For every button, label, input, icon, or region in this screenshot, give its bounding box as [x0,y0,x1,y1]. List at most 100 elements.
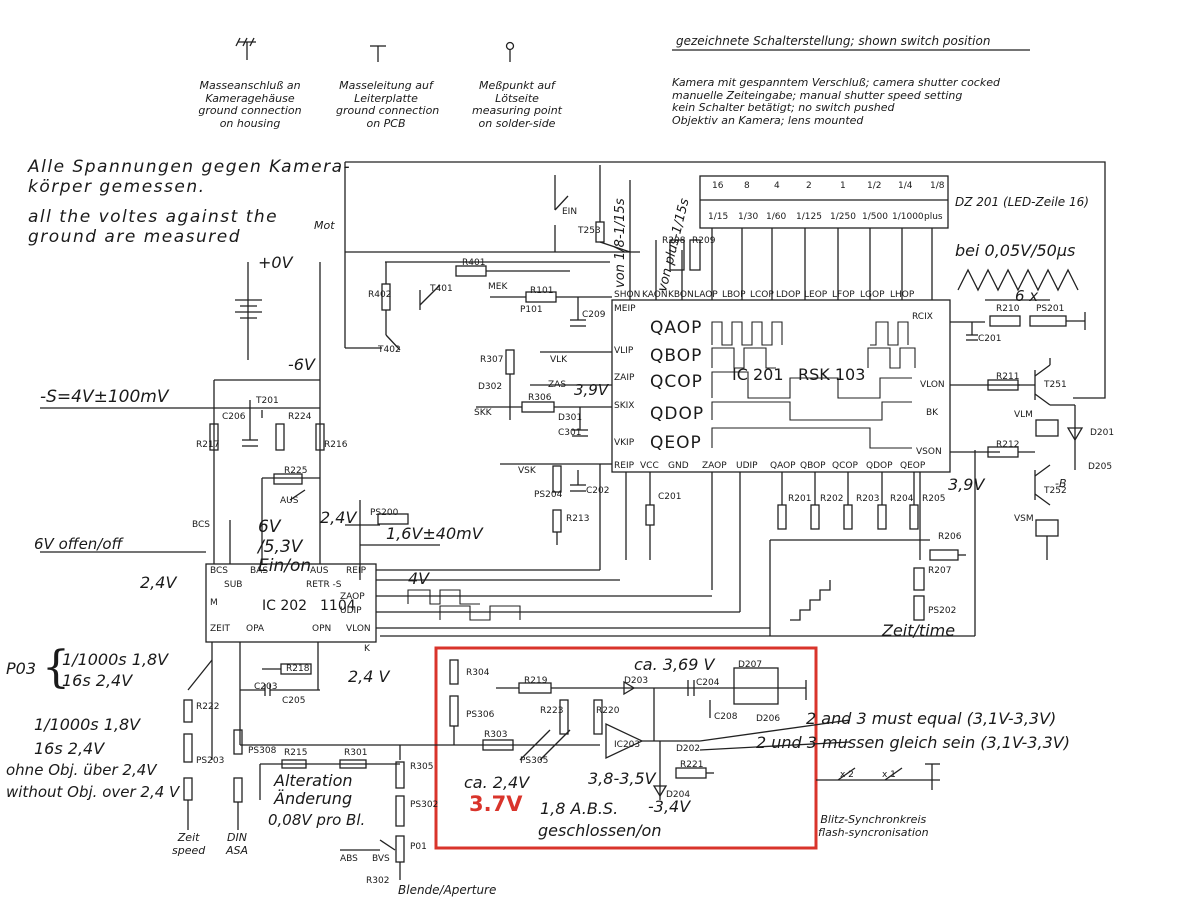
component-label: R307 [480,355,504,365]
component-label: C208 [714,712,738,722]
ic202-pin: OPA [246,624,265,634]
p03-label: P03 [6,659,37,678]
ic202-pin: VLON [346,624,371,634]
component-label: R306 [528,393,552,403]
v34-label: -3,4V [648,797,691,816]
component-label: C203 [254,682,278,692]
component-label: PS305 [520,756,549,766]
ic201-left-pin: ZAIP [614,373,635,383]
ic201-left-pin: VKIP [614,438,635,448]
component-label: R304 [466,668,490,678]
led-value-top: 1/4 [898,181,913,191]
ic201-top-pin: SHON [614,290,641,300]
component-label: T201 [256,396,279,406]
component-label: R208 [662,236,686,246]
must-equal-en-label: 2 and 3 must equal (3,1V-3,3V) [806,709,1057,728]
legend-ground-housing: Masseanschluß an Kameragehäuse ground co… [198,79,302,130]
without-label: without Obj. over 2,4 V [6,783,180,801]
component-label: PS202 [928,606,957,616]
component-label: IC203 [614,740,641,750]
component-label: R223 [540,706,564,716]
s-supply-label: -S=4V±100mV [40,387,169,407]
alteration-value: 0,08V pro Bl. [268,811,366,829]
component-label: VSK [518,466,536,476]
led-value-top: 1/2 [867,181,882,191]
ic201-left-pin: MEIP [614,304,636,314]
ic201-top-pin: LEOP [804,290,828,300]
ic201-top-pin: KAON [642,290,668,300]
v18abs-label: 1,8 A.B.S. [540,799,619,818]
component-label: R212 [996,440,1020,450]
highlighted-circuit [420,659,807,800]
ic201-top-pin: LCOP [750,290,774,300]
component-label: R402 [368,290,392,300]
legend-ground-pcb: Masseleitung auf Leiterplatte ground con… [336,79,440,130]
alteration-label: Alteration Änderung [274,771,353,809]
ic201-top-pin: LDOP [776,290,801,300]
component-label: T402 [378,345,401,355]
ic201-signal: QEOP [650,433,702,453]
component-label: R201 [788,494,812,504]
measuring-point-symbol [505,41,515,62]
v39-skix-label: 3,9V [574,381,609,399]
component-label: P101 [520,305,543,315]
ohne-label: ohne Obj. über 2,4V [6,761,157,779]
component-label: R204 [890,494,914,504]
component-label: D302 [478,382,503,392]
ic202-pin: K [364,644,370,654]
component-label: R211 [996,372,1020,382]
component-label: AUS [280,496,299,506]
led-value-top: 16 [712,181,724,191]
component-label: R220 [596,706,620,716]
p03-line-b: 16s 2,4V [62,671,133,690]
staircase-wave [790,580,831,621]
ic201-bottom-pin: QBOP [800,461,826,471]
component-label: R101 [530,286,554,296]
voltages-note-de: Alle Spannungen gegen Kamera- körper gem… [28,157,352,197]
blitz-label: Blitz-Synchronkreis flash-syncronisation [818,813,929,839]
ic202-pin: M [210,598,218,608]
component-label: PS306 [466,710,495,720]
component-label: C301 [558,428,582,438]
component-label: R302 [366,876,390,886]
ic201-top-pin: LFOP [832,290,855,300]
component-label: R210 [996,304,1020,314]
led-value-bottom: plus [924,212,943,222]
component-label: ABS [340,854,358,864]
ic201-left-pin: REIP [614,461,635,471]
component-label: BVS [372,854,390,864]
mot-label: Mot [314,219,335,232]
component-label: PS203 [196,756,225,766]
v6-53-label: 6V /5,3V Ein/on [258,517,312,577]
component-label: D201 [1090,428,1115,438]
ic201-part: RSK 103 [798,365,866,384]
component-label: D206 [756,714,781,724]
component-label: R222 [196,702,220,712]
ic201-right-pin: RCIX [912,312,933,322]
component-label: R401 [462,258,486,268]
component-label: VLK [550,355,568,365]
component-label: C201 [658,492,682,502]
ic201-bottom-wires [380,450,976,637]
component-label: P01 [410,842,427,852]
switch-conditions: Kamera mit gespanntem Verschluß; camera … [672,76,1000,127]
ic201-title: IC 201 [732,365,784,384]
l2-line-b: 16s 2,4V [34,739,105,758]
switch-position-title: gezeichnete Schalterstellung; shown swit… [676,34,991,48]
ic201-bottom-pin: QCOP [832,461,858,471]
led-value-bottom: 1/500 [862,212,888,222]
component-label: ZAS [548,380,567,390]
v3835-label: 3,8-3,5V [588,769,656,788]
component-label: R305 [410,762,434,772]
component-label: C209 [582,310,606,320]
component-label: R202 [820,494,844,504]
legend-measuring-point: Meßpunkt auf Lötseite measuring point on… [471,79,562,130]
ic202-waveforms [407,589,521,621]
geschlossen-label: geschlossen/on [538,821,662,840]
ic202-pin: ZEIT [210,624,231,634]
ic201-signal: QAOP [650,318,703,338]
component-label: R216 [324,440,348,450]
led-value-bottom: 1/15 [708,212,729,222]
component-label: C204 [696,678,720,688]
v24-top-label: 2,4V [320,508,357,527]
